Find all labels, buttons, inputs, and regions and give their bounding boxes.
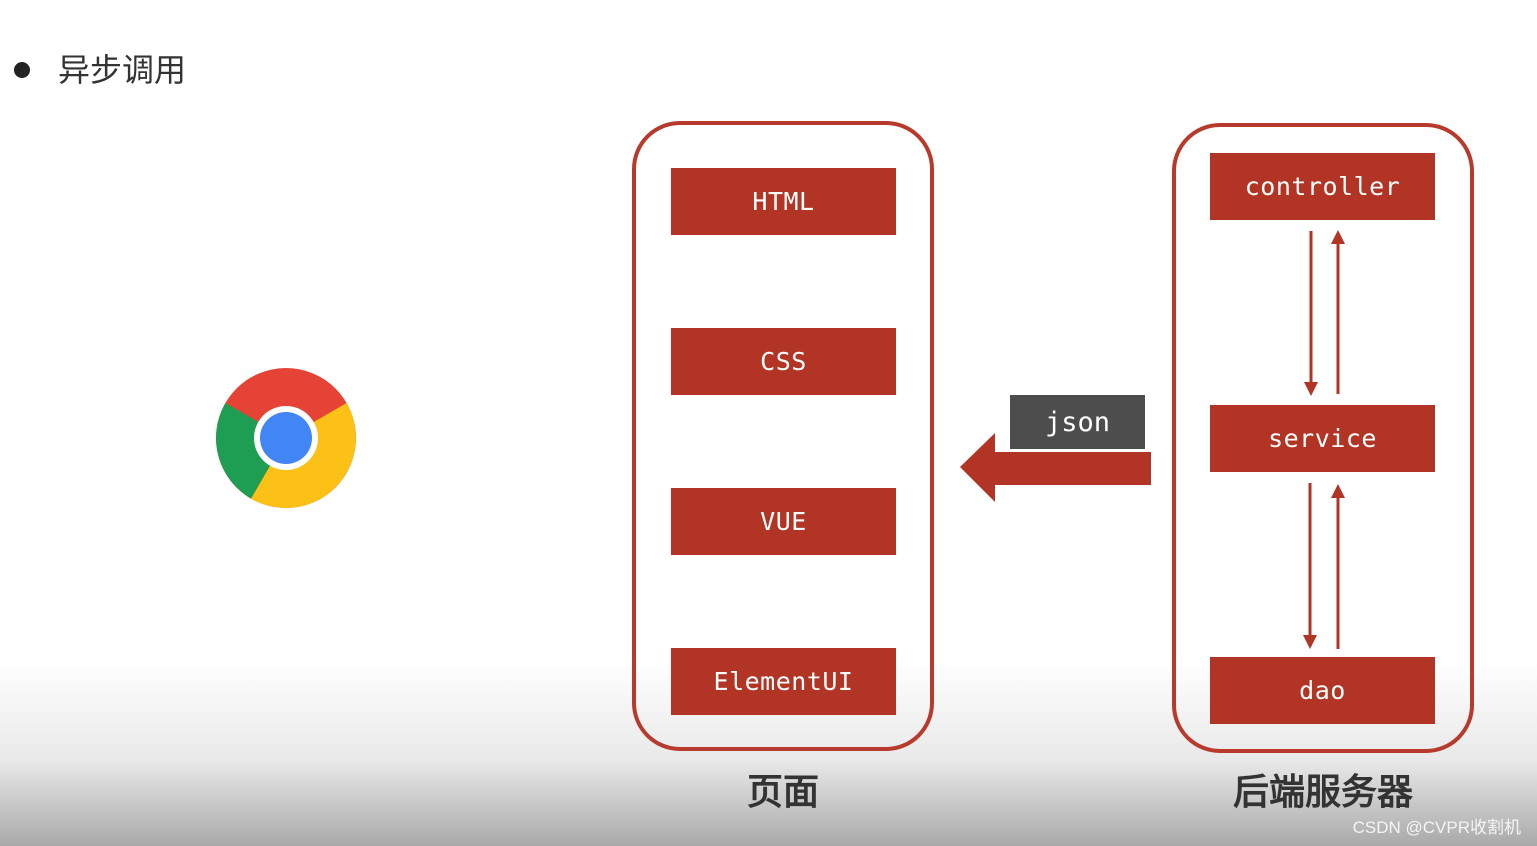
html-box: HTML <box>671 168 896 235</box>
css-box: CSS <box>671 328 896 395</box>
service-box: service <box>1210 405 1435 472</box>
server-group-label: 后端服务器 <box>1232 772 1413 813</box>
bullet-dot <box>14 62 30 78</box>
watermark: CSDN @CVPR收割机 <box>1352 818 1521 837</box>
json-label: json <box>1010 395 1145 449</box>
dao-box: dao <box>1210 657 1435 724</box>
vue-box: VUE <box>671 488 896 555</box>
elementui-box: ElementUI <box>671 648 896 715</box>
page-group-frame <box>632 121 934 751</box>
heading-text: 异步调用 <box>58 51 187 89</box>
controller-box: controller <box>1210 153 1435 220</box>
section-heading: 异步调用 <box>14 48 186 92</box>
page-group-label: 页面 <box>746 772 819 813</box>
server-group-frame <box>1172 123 1474 753</box>
chrome-browser-icon <box>216 368 356 508</box>
